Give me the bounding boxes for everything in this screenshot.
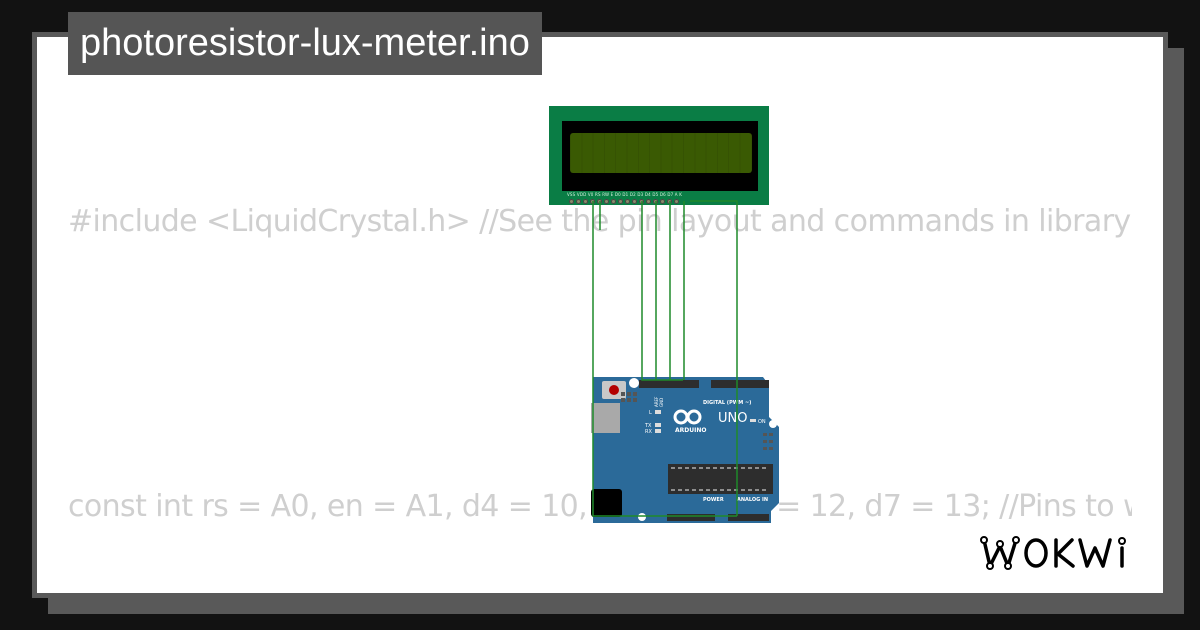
lcd-pin: [576, 199, 581, 204]
lcd-pin-labels: VSS VDD V0 RS RW E D0 D1 D2 D3 D4 D5 D6 …: [567, 192, 683, 197]
power-jack: [591, 489, 622, 517]
led-label-rx: RX: [645, 429, 652, 435]
usb-port: [591, 403, 620, 433]
reset-button: [602, 381, 626, 399]
lcd-pin: [625, 199, 630, 204]
digital-header-1: [639, 380, 699, 388]
lcd-bezel: [562, 121, 758, 191]
mounting-hole: [629, 378, 639, 388]
lcd-screen: [570, 133, 752, 173]
lcd-pin: [611, 199, 616, 204]
svg-text:GND: GND: [659, 398, 664, 407]
power-label: POWER: [703, 497, 724, 503]
sketch-title: photoresistor-lux-meter.ino: [68, 12, 542, 75]
arduino-brand: ARDUINO: [675, 427, 706, 434]
lcd-pin: [660, 199, 665, 204]
digital-label: DIGITAL (PWM ~): [703, 400, 751, 406]
lcd-pin: [667, 199, 672, 204]
analog-header: [728, 514, 769, 521]
power-header: [667, 514, 715, 521]
lcd-pin-header: [569, 199, 679, 204]
lcd-display: VSS VDD V0 RS RW E D0 D1 D2 D3 D4 D5 D6 …: [549, 106, 769, 205]
led-label-l: L: [649, 410, 652, 416]
lcd-pin: [646, 199, 651, 204]
lcd-pin: [639, 199, 644, 204]
arduino-uno-board: AREF GND DIGITAL (PWM ~) L TX RX ARDUINO…: [591, 377, 779, 523]
lcd-pin: [618, 199, 623, 204]
on-label: ON: [758, 419, 766, 425]
lcd-pin: [674, 199, 679, 204]
code-line: #include <LiquidCrystal.h> //See the pin…: [68, 204, 1131, 239]
lcd-pin: [569, 199, 574, 204]
digital-header-2: [711, 380, 769, 388]
lcd-pin: [583, 199, 588, 204]
lcd-pin: [604, 199, 609, 204]
analog-label: ANALOG IN: [737, 497, 768, 503]
lcd-pin: [590, 199, 595, 204]
lcd-pin: [653, 199, 658, 204]
arduino-model: UNO: [718, 411, 747, 426]
wokwi-logo: WOKWi: [980, 536, 1126, 570]
lcd-pin: [632, 199, 637, 204]
lcd-pin: [597, 199, 602, 204]
